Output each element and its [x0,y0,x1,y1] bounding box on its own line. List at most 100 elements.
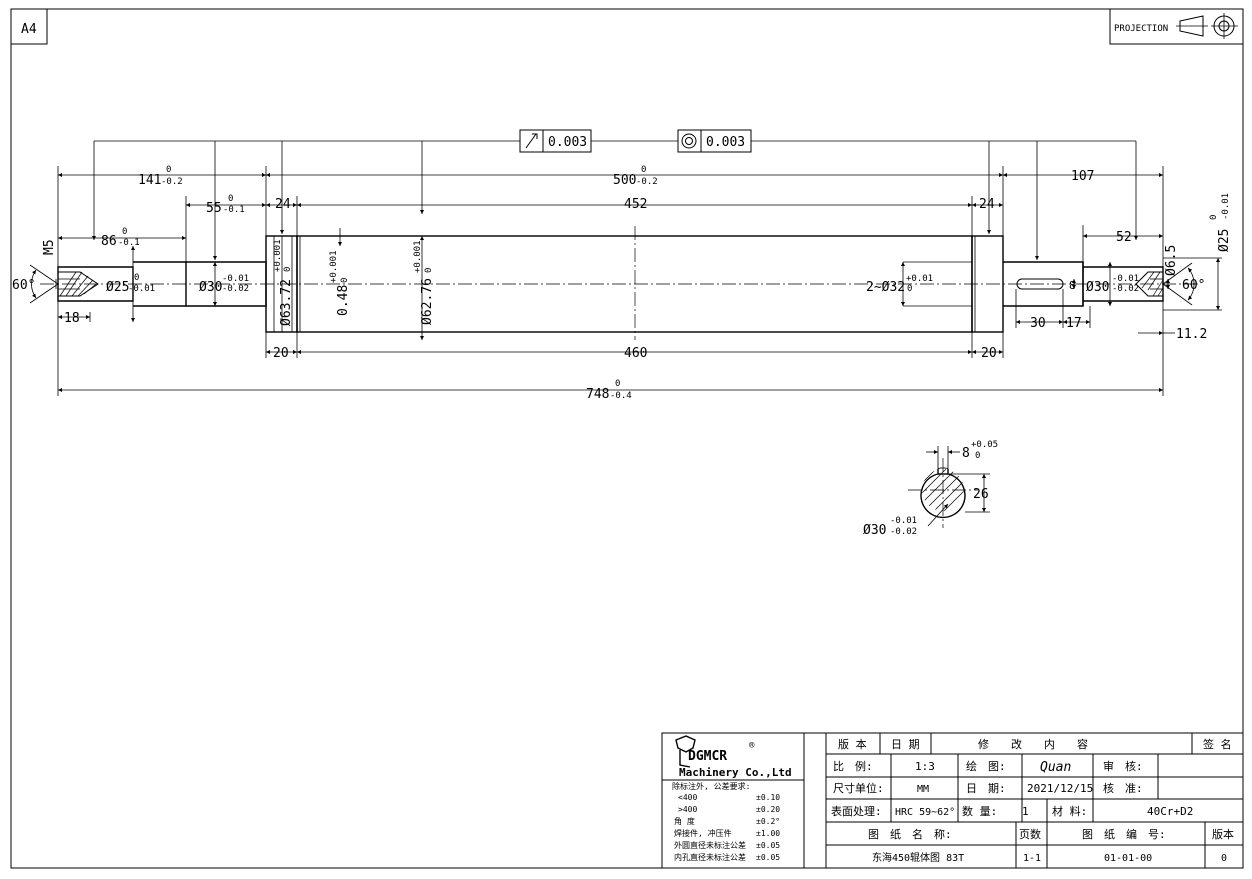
dim-dia63-upper: +0.001 [273,239,283,272]
shaft-outline [29,226,1200,340]
keyway-section-view: 8 +0.05 0 26 Ø30 -0.01 -0.02 [863,440,998,538]
tb-review-label: 审 核: [1103,759,1143,773]
tb-number-label: 图 纸 编 号: [1082,827,1166,841]
tb-rev-value: 0 [1221,853,1227,864]
dim-112: 11.2 [1176,327,1207,342]
tolerance-label: 内孔直径未标注公差 [674,852,746,862]
dim-17: 17 [1066,316,1082,331]
dim-86-upper: 0 [122,227,127,237]
tb-material-label: 材 料: [1052,804,1087,818]
tb-date-label: 日 期: [966,782,1006,795]
dim-141-upper: 0 [166,165,171,175]
dim-dia30-left-lower: -0.02 [222,284,249,294]
title-block: DGMCR ® Machinery Co.,Ltd 除标注外, 公差要求: <4… [661,732,1244,869]
sheet-size-box [10,8,48,45]
section-diameter-upper: -0.01 [890,516,917,526]
left-center-hole [58,271,99,297]
tb-approve-label: 核 准: [1103,781,1143,795]
sheet-border [10,8,1244,869]
dim-dia63: Ø63.72 [279,279,294,326]
circular-runout-icon [525,133,538,149]
dim-52: 52 [1116,230,1132,245]
tolerance-value: ±0.05 [756,841,780,850]
tolerance-value: ±0.05 [756,853,780,862]
tolerance-label: 角 度 [674,816,695,826]
dimension-lines [55,140,1222,396]
dim-dia25-left: Ø25 [106,280,129,295]
dim-angle-left: 60° [12,278,35,293]
dim-dia30-left-upper: -0.01 [222,274,249,284]
company-logo-text: DGMCR [688,749,727,764]
sheet-size: A4 [21,22,37,37]
dim-dia32-upper: +0.01 [906,274,933,284]
tolerance-label: >400 [678,805,697,814]
tb-rev-label: 版本 [1212,827,1234,841]
dim-20-right: 20 [981,346,997,361]
dim-18: 18 [64,311,80,326]
tb-scale-label: 比 例: [833,759,873,773]
dim-460: 460 [624,346,647,361]
company-name: Machinery Co.,Ltd [679,766,792,779]
dim-dia30-right: Ø30 [1086,280,1109,295]
dim-dia25-right: Ø25 [1217,229,1232,252]
dim-24-left: 24 [275,197,291,212]
projection-label: PROJECTION [1114,24,1168,34]
concentricity-value: 0.003 [706,135,745,150]
dim-500: 500 [613,173,636,188]
tb-drawn-label: 绘 图: [966,759,1006,773]
section-key-width-lower: 0 [975,451,980,461]
dim-dia25-right-upper: 0 [1209,215,1219,220]
section-diameter: Ø30 [863,523,886,538]
section-key-width: 8 [962,446,970,461]
dim-dia25-right-lower: -0.01 [1221,193,1231,220]
tb-number-value: 01-01-00 [1104,853,1152,864]
runout-value: 0.003 [548,135,587,150]
dim-dia65: Ø6.5 [1164,245,1179,276]
runout-tolerance-frame: 0.003 [519,129,592,153]
tb-date-header: 日 期 [891,738,920,751]
dim-048-lower: 0 [340,278,350,283]
dim-500-lower: -0.2 [636,177,658,187]
tb-qty-value: 1 [1022,805,1029,818]
dim-452: 452 [624,197,647,212]
tb-date-value: 2021/12/15 [1027,782,1093,795]
dim-748-upper: 0 [615,379,620,389]
section-depth: 26 [973,487,989,502]
dim-86: 86 [101,234,117,249]
tb-surface-value: HRC 59~62° [895,807,955,818]
dim-55: 55 [206,201,222,216]
projection-cone-icon [1179,15,1204,37]
gear-logo-icon [675,735,696,753]
keyway [1016,278,1064,290]
dim-748: 748 [586,387,609,402]
dim-dia32-lower: 0 [907,284,912,294]
dim-dia62-upper: +0.001 [413,240,423,273]
dim-20-left: 20 [273,346,289,361]
dim-dia30-right-upper: -0.01 [1112,274,1139,284]
tb-unit-value: MM [917,784,929,795]
tb-sign-header: 签 名 [1203,737,1232,751]
tb-version-header: 版 本 [838,737,867,751]
dim-dia25-left-upper: 0 [134,273,139,283]
dim-141: 141 [138,173,161,188]
tb-content-header: 修 改 内 容 [978,737,1088,751]
tb-scale-value: 1:3 [915,760,935,773]
dim-748-lower: -0.4 [610,391,632,401]
tolerance-label: <400 [678,793,697,802]
dim-24-right: 24 [979,197,995,212]
dim-048-upper: +0.001 [329,250,339,283]
concentricity-tolerance-frame: 0.003 [677,129,752,153]
dim-key-8: 8 [1069,279,1076,292]
dim-55-upper: 0 [228,194,233,204]
dim-86-lower: -0.1 [118,238,140,248]
tolerance-title: 除标注外, 公差要求: [672,781,750,791]
projection-symbol: PROJECTION [1109,8,1244,45]
tb-surface-label: 表面处理: [831,804,882,818]
section-diameter-lower: -0.02 [890,527,917,537]
dimension-texts: 141 0 -0.2 500 0 -0.2 107 55 0 -0.1 24 4… [12,165,1232,402]
tolerance-value: ±0.2° [756,817,780,826]
dim-dia30-right-lower: -0.02 [1112,284,1139,294]
dim-dia32: 2~Ø32 [866,280,905,295]
dim-m5: M5 [42,239,57,255]
